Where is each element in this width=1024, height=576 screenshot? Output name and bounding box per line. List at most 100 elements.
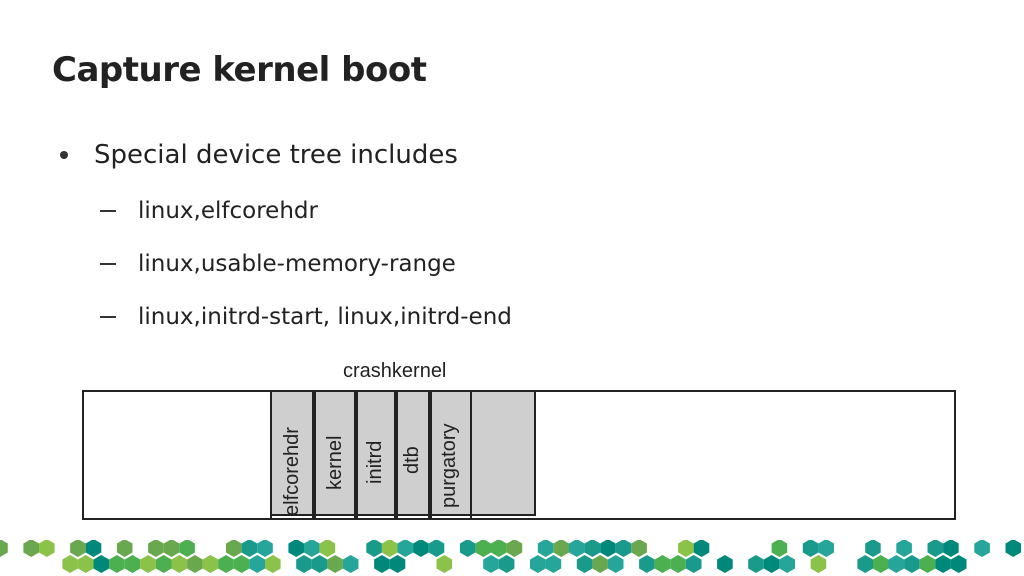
hexagon-icon	[171, 555, 188, 573]
hexagon-icon	[943, 540, 959, 557]
hexagon-icon	[600, 540, 616, 557]
hexagon-icon	[148, 540, 164, 557]
segment-label: dtb	[401, 446, 423, 474]
hexagon-icon	[857, 555, 873, 573]
hexagon-icon	[187, 555, 203, 573]
hexagon-icon	[950, 555, 967, 573]
hexagon-icon	[475, 540, 491, 557]
hexagon-icon	[873, 555, 889, 573]
sub-item-text: linux,elfcorehdr	[138, 198, 318, 224]
hexagon-icon	[1005, 540, 1021, 557]
hexagon-icon	[304, 540, 320, 557]
hexagon-icon	[163, 540, 180, 557]
hexagon-icon	[810, 555, 827, 573]
sub-item-text: linux,initrd-start, linux,initrd-end	[138, 304, 512, 330]
hexagon-icon	[0, 540, 8, 557]
hexagon-icon	[77, 555, 94, 573]
hexagon-icon	[70, 540, 86, 557]
hexagon-icon	[576, 555, 593, 573]
segment-label: elfcorehdr	[281, 427, 303, 516]
hexagon-icon	[311, 555, 328, 573]
segment-label: kernel	[324, 435, 346, 490]
hexagon-icon	[717, 555, 733, 573]
hexagon-icon	[491, 540, 507, 557]
hexagon-icon	[483, 555, 499, 573]
sub-item: linux,usable-memory-range	[100, 251, 456, 277]
hexagon-icon	[116, 540, 133, 557]
hexagon-icon	[140, 555, 156, 573]
segment-elfcorehdr	[270, 390, 316, 518]
hexagon-icon	[459, 540, 476, 557]
crashkernel-label: crashkernel	[343, 360, 447, 382]
hexagon-icon	[85, 540, 102, 557]
segment-dtb	[394, 390, 432, 518]
hexagon-pattern-decoration	[0, 540, 1021, 573]
sub-item: linux,initrd-start, linux,initrd-end	[100, 304, 512, 330]
dash-icon	[100, 210, 116, 212]
hexagon-icon	[779, 555, 795, 573]
hexagon-icon	[670, 555, 686, 573]
hexagon-icon	[802, 540, 819, 557]
hexagon-icon	[888, 555, 905, 573]
hexagon-icon	[109, 555, 125, 573]
hexagon-icon	[935, 555, 951, 573]
hexagon-icon	[226, 540, 242, 557]
hexagon-icon	[685, 555, 702, 573]
bullet-item: Special device tree includes	[60, 140, 458, 170]
sub-item-text: linux,usable-memory-range	[138, 251, 456, 277]
hexagon-icon	[639, 555, 655, 573]
hexagon-icon	[218, 555, 234, 573]
segment-kernel	[312, 390, 358, 518]
hexagon-icon	[592, 555, 608, 573]
hexagon-icon	[202, 555, 219, 573]
bullet-dot-icon	[60, 151, 68, 159]
hexagon-icon	[818, 540, 834, 557]
hexagon-icon	[23, 540, 39, 557]
hexagon-icon	[179, 540, 195, 557]
hexagon-icon	[327, 555, 343, 573]
hexagon-icon	[654, 555, 671, 573]
hexagon-icon	[506, 540, 523, 557]
hexagon-icon	[904, 555, 920, 573]
bullet-text: Special device tree includes	[94, 140, 458, 170]
hexagon-icon	[428, 540, 445, 557]
hexagon-icon	[39, 540, 55, 557]
hexagon-icon	[498, 555, 515, 573]
hexagon-icon	[249, 555, 265, 573]
hexagon-icon	[288, 540, 304, 557]
hexagon-icon	[919, 555, 936, 573]
hexagon-icon	[748, 555, 764, 573]
segment-purgatory	[428, 390, 472, 518]
hexagon-icon	[545, 555, 562, 573]
hexagon-icon	[342, 555, 359, 573]
hexagon-icon	[233, 555, 250, 573]
hexagon-icon	[397, 540, 414, 557]
hexagon-icon	[771, 540, 788, 557]
hexagon-icon	[93, 555, 110, 573]
hexagon-icon	[319, 540, 336, 557]
hexagon-icon	[569, 540, 585, 557]
hexagon-icon	[241, 540, 258, 557]
hexagon-icon	[693, 540, 710, 557]
hexagon-icon	[553, 540, 569, 557]
hexagon-icon	[631, 540, 647, 557]
hexagon-icon	[896, 540, 912, 557]
hexagon-icon	[62, 555, 78, 573]
hexagon-icon	[436, 555, 453, 573]
slide-title: Capture kernel boot	[52, 50, 427, 90]
hexagon-icon	[678, 540, 694, 557]
segment-label: purgatory	[438, 423, 460, 509]
hexagon-icon	[257, 540, 273, 557]
hexagon-icon	[366, 540, 382, 557]
hexagon-icon	[381, 540, 398, 557]
hexagon-icon	[615, 540, 632, 557]
hexagon-icon	[265, 555, 281, 573]
hexagon-icon	[537, 540, 554, 557]
hexagon-icon	[530, 555, 546, 573]
hexagon-icon	[607, 555, 624, 573]
segment-label: initrd	[364, 440, 386, 484]
hexagon-icon	[584, 540, 601, 557]
hexagon-icon	[974, 540, 990, 557]
hexagon-icon	[927, 540, 944, 557]
dash-icon	[100, 316, 116, 318]
